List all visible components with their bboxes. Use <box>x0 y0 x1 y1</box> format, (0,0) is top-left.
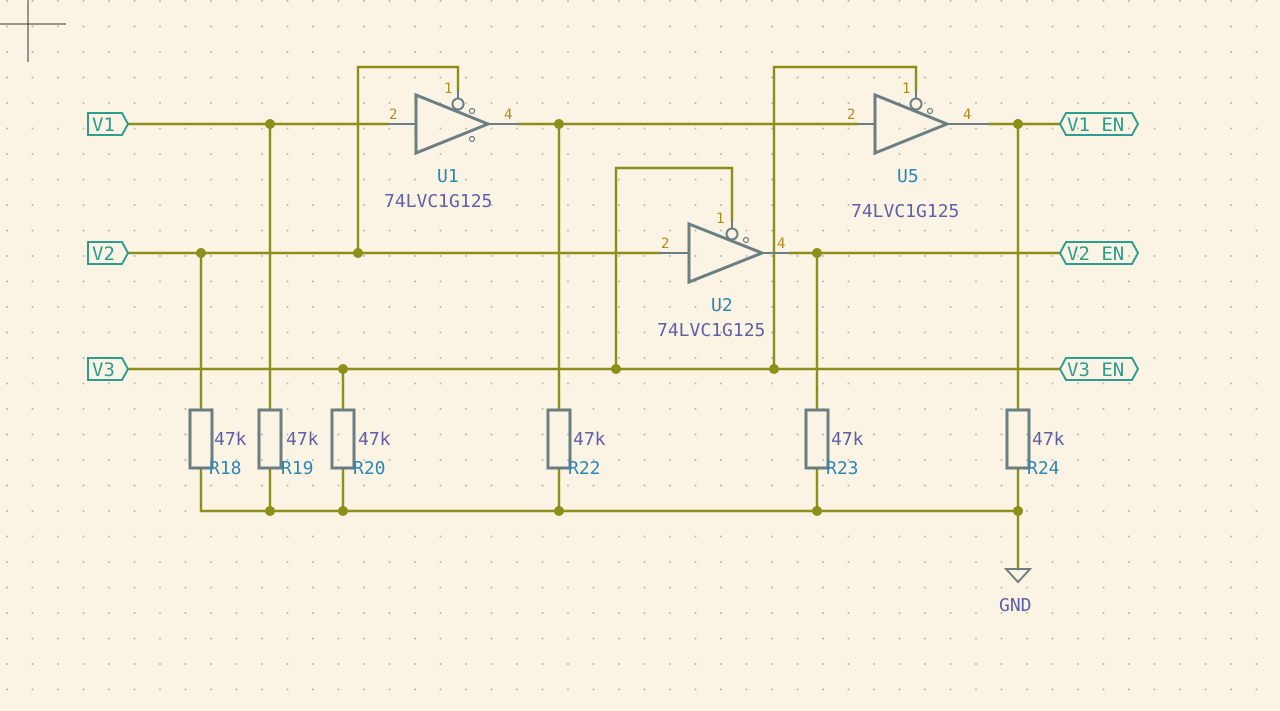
svg-text:V3: V3 <box>92 359 115 381</box>
ref-u5: U5 <box>897 166 919 187</box>
resistor-body-icon <box>546 408 572 470</box>
svg-text:R20: R20 <box>353 458 386 479</box>
junction-dot <box>353 248 363 258</box>
svg-text:GND: GND <box>999 595 1032 616</box>
hier-label-v2[interactable]: V2 <box>87 241 130 265</box>
buffer-triangle-icon <box>414 92 493 156</box>
svg-text:4: 4 <box>504 107 512 123</box>
junction-dot <box>338 364 348 374</box>
inverted-enable-bubble-icon <box>451 97 465 111</box>
svg-text:R23: R23 <box>826 458 859 479</box>
resistor-body-icon <box>330 408 356 470</box>
svg-text:1: 1 <box>444 81 452 97</box>
svg-text:V1_EN: V1_EN <box>1067 114 1124 136</box>
resistor-body-icon <box>804 408 830 470</box>
svg-text:47k: 47k <box>1032 429 1065 450</box>
buffer-triangle-icon <box>873 92 952 156</box>
ground-icon <box>1003 568 1033 584</box>
junctions <box>196 119 1023 516</box>
svg-text:47k: 47k <box>214 429 247 450</box>
resistor-body-icon <box>1005 408 1031 470</box>
crosshair-cursor-icon <box>0 0 66 62</box>
svg-text:2: 2 <box>389 107 397 123</box>
resistor-r22[interactable]: 47k R22 <box>546 408 606 479</box>
ref-u2: U2 <box>711 295 733 316</box>
svg-text:47k: 47k <box>358 429 391 450</box>
svg-text:47k: 47k <box>286 429 319 450</box>
svg-text:V2_EN: V2_EN <box>1067 243 1124 265</box>
wire-v2-to-u1-oe[interactable] <box>356 65 460 255</box>
resistor-r24[interactable]: 47k R24 <box>1005 408 1065 479</box>
junction-dot <box>769 364 779 374</box>
hier-label-v1-en[interactable]: V1_EN <box>1058 112 1140 136</box>
resistor-r23[interactable]: 47k R23 <box>804 408 864 479</box>
svg-text:4: 4 <box>963 107 971 123</box>
junction-dot <box>1013 506 1023 516</box>
hier-label-v3[interactable]: V3 <box>87 357 130 381</box>
wire-v3-to-u5-oe[interactable] <box>772 65 918 371</box>
svg-text:V3_EN: V3_EN <box>1067 359 1124 381</box>
svg-text:2: 2 <box>661 236 669 252</box>
wire-v3-to-u2-oe[interactable] <box>614 166 734 371</box>
svg-text:2: 2 <box>847 107 855 123</box>
hier-label-v1[interactable]: V1 <box>87 112 130 136</box>
resistor-r20[interactable]: 47k R20 <box>330 408 391 479</box>
svg-text:R24: R24 <box>1027 458 1060 479</box>
inverted-enable-bubble-icon <box>909 97 923 111</box>
hier-label-v2-en[interactable]: V2_EN <box>1058 241 1140 265</box>
buffer-u5[interactable]: 1 2 4 U5 74LVC1G125 <box>847 81 990 222</box>
junction-dot <box>196 248 206 258</box>
svg-text:1: 1 <box>902 81 910 97</box>
svg-text:1: 1 <box>716 211 724 227</box>
svg-text:R19: R19 <box>281 458 314 479</box>
junction-dot <box>338 506 348 516</box>
buffer-u2[interactable]: 1 2 4 U2 74LVC1G125 <box>657 211 790 341</box>
junction-dot <box>554 119 564 129</box>
resistor-body-icon <box>188 408 214 470</box>
value-u1: 74LVC1G125 <box>384 191 492 212</box>
ref-u1: U1 <box>437 166 459 187</box>
svg-text:V1: V1 <box>92 114 115 136</box>
junction-dot <box>1013 119 1023 129</box>
wire-gnd-bus[interactable] <box>199 466 1020 513</box>
junction-dot <box>265 119 275 129</box>
junction-dot <box>611 364 621 374</box>
junction-dot <box>554 506 564 516</box>
buffer-triangle-icon <box>687 221 767 285</box>
junction-dot <box>265 506 275 516</box>
hier-label-v3-en[interactable]: V3_EN <box>1058 357 1140 381</box>
buffer-u1[interactable]: 1 2 4 U1 74LVC1G125 <box>384 81 519 212</box>
value-u5: 74LVC1G125 <box>851 201 959 222</box>
svg-text:4: 4 <box>777 236 785 252</box>
inverted-enable-bubble-icon <box>725 227 739 241</box>
gnd-power-symbol[interactable]: GND <box>999 568 1033 616</box>
svg-text:R18: R18 <box>209 458 242 479</box>
svg-text:R22: R22 <box>568 458 601 479</box>
svg-text:47k: 47k <box>831 429 864 450</box>
resistor-r19[interactable]: 47k R19 <box>257 408 319 479</box>
svg-text:V2: V2 <box>92 243 115 265</box>
junction-dot <box>812 248 822 258</box>
junction-dot <box>812 506 822 516</box>
wires[interactable] <box>126 65 1062 571</box>
value-u2: 74LVC1G125 <box>657 320 765 341</box>
svg-text:47k: 47k <box>573 429 606 450</box>
resistor-body-icon <box>257 408 283 470</box>
resistor-r18[interactable]: 47k R18 <box>188 408 247 479</box>
